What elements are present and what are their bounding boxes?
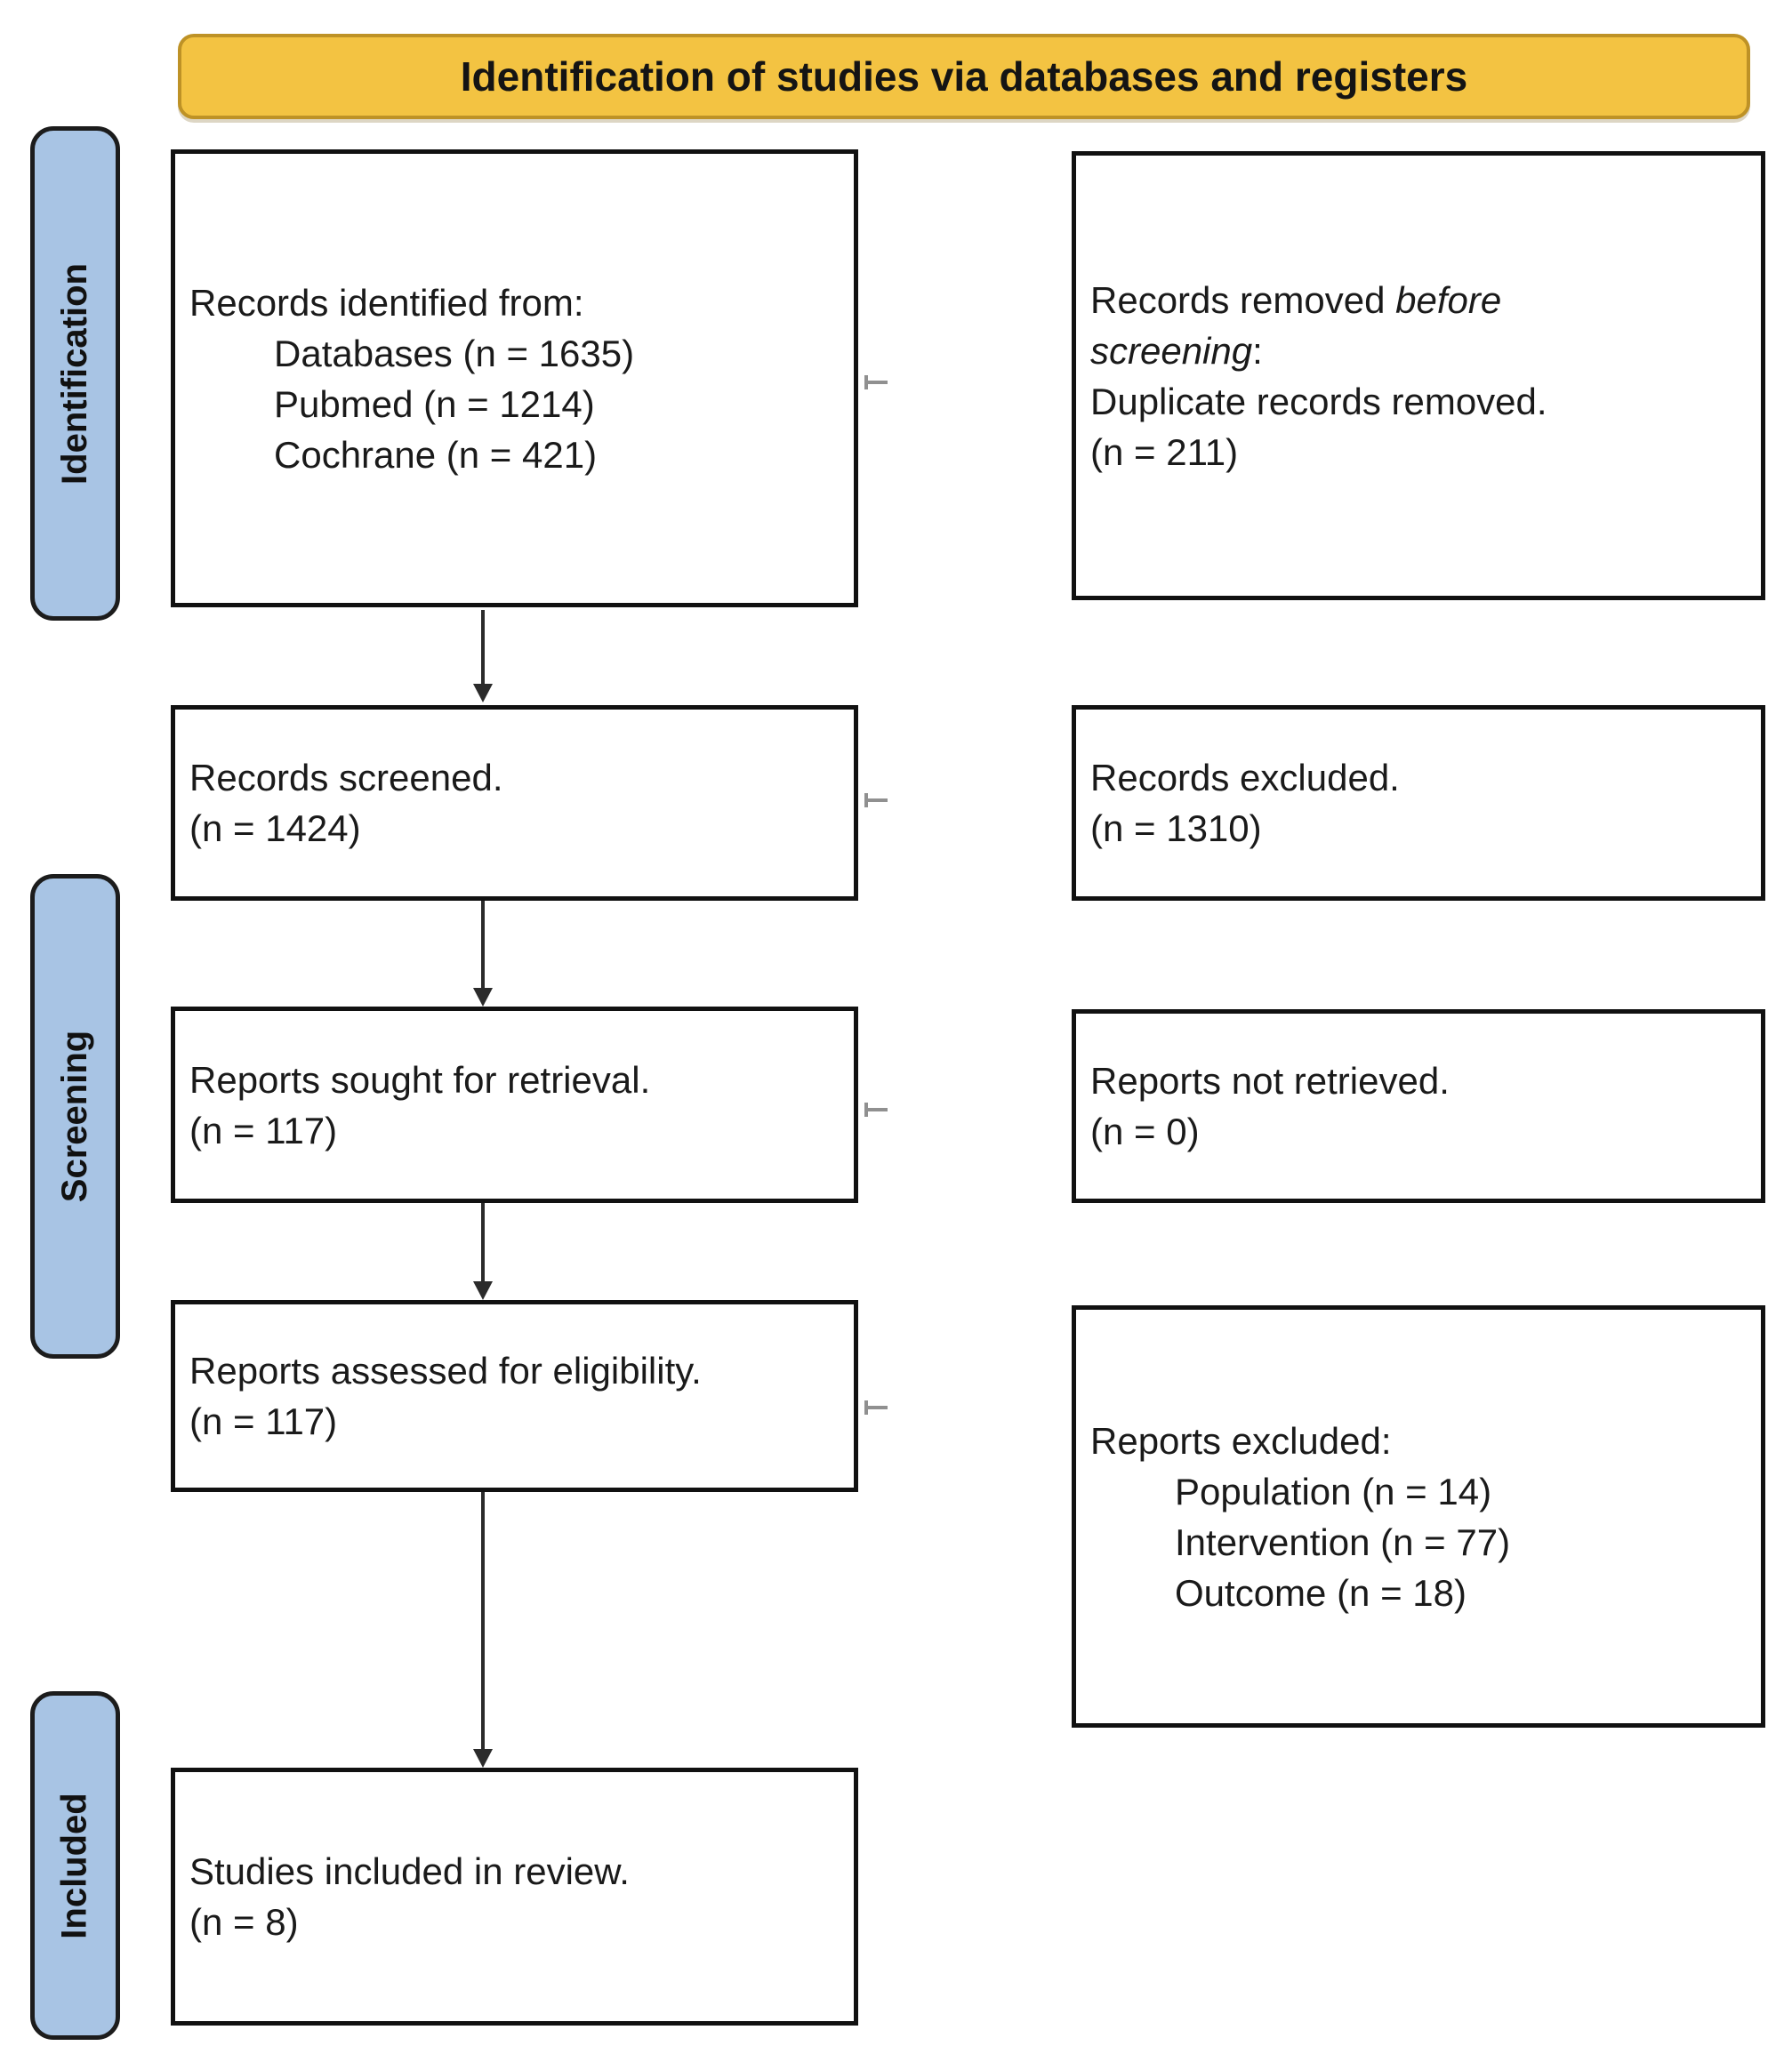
sidebar-tab-identification: Identification [30,126,120,621]
sidebar-tab-label: Included [55,1792,95,1939]
flow-arrow-sought-to-assessed [471,1203,494,1300]
sidebar-tab-included: Included [30,1691,120,2040]
box-line: (n = 8) [189,1901,299,1943]
flow-arrow-identified-to-screened [471,610,494,702]
arrow-line [481,610,485,685]
box-records-screened: Records screened. (n = 1424) [171,705,858,901]
arrow-line [481,1203,485,1282]
box-heading: Reports excluded: [1090,1419,1392,1462]
box-line: (n = 1310) [1090,807,1262,849]
box-line: (n = 211) [1090,430,1239,473]
arrow-head-icon [473,1281,493,1300]
arrow-line [481,1492,485,1750]
box-line: Records excluded. [1090,757,1400,798]
arrow-line [481,901,485,989]
arrow-head-icon [473,1749,493,1768]
box-line: Records removed before [1090,278,1502,321]
box-reports-assessed: Reports assessed for eligibility. (n = 1… [171,1300,858,1492]
box-line: Pubmed (n = 1214) [274,382,595,425]
box-line: Reports assessed for eligibility. [189,1350,702,1392]
box-records-identified: Records identified from: Databases (n = … [171,149,858,607]
box-records-removed: Records removed before screening: Duplic… [1072,151,1765,600]
flow-arrow-assessed-to-included [471,1492,494,1768]
flow-arrow-screened-to-sought [471,901,494,1007]
box-line: Records screened. [189,757,503,798]
arrow-head-icon [473,988,493,1007]
box-line: Reports sought for retrieval. [189,1058,651,1101]
arrow-head-icon [473,684,493,702]
box-line: Population (n = 14) [1175,1470,1492,1512]
box-heading: Records identified from: [189,281,584,324]
box-line: Outcome (n = 18) [1175,1571,1467,1614]
box-line: Reports not retrieved. [1090,1060,1450,1102]
sidebar-tab-label: Screening [55,1030,94,1203]
box-reports-sought: Reports sought for retrieval. (n = 117) [171,1007,858,1203]
box-line: Cochrane (n = 421) [274,433,598,476]
box-line: screening: [1090,329,1263,372]
connector-stub-4 [864,1400,888,1415]
sidebar-tab-screening: Screening [30,874,120,1359]
box-line: (n = 0) [1090,1111,1200,1152]
connector-stub-3 [864,1103,888,1117]
box-line: Studies included in review. [189,1850,630,1892]
box-reports-excluded: Reports excluded: Population (n = 14) In… [1072,1305,1765,1728]
box-line: (n = 117) [189,1109,338,1151]
box-studies-included: Studies included in review. (n = 8) [171,1768,858,2026]
box-records-excluded: Records excluded. (n = 1310) [1072,705,1765,901]
box-line: Intervention (n = 77) [1175,1520,1511,1563]
box-line: Duplicate records removed. [1090,380,1547,422]
banner-title: Identification of studies via databases … [460,53,1468,100]
box-line: (n = 1424) [189,807,361,849]
box-line: Databases (n = 1635) [274,332,635,374]
banner: Identification of studies via databases … [178,34,1750,119]
box-line: (n = 117) [189,1400,338,1442]
connector-stub-1 [864,375,888,389]
connector-stub-2 [864,793,888,807]
box-reports-not-retrieved: Reports not retrieved. (n = 0) [1072,1009,1765,1203]
sidebar-tab-label: Identification [55,262,95,485]
